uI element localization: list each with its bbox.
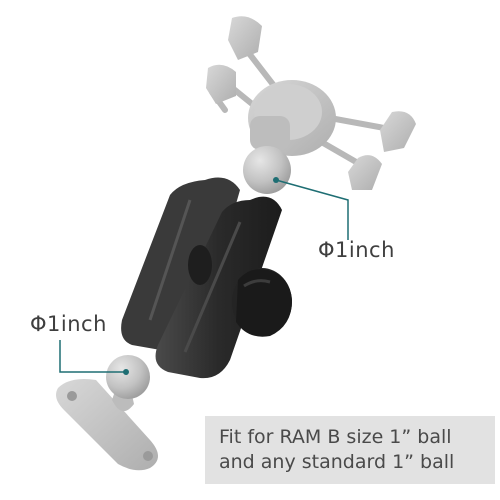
double-socket-arm (121, 177, 292, 379)
caption-line-2: and any standard 1” ball (219, 451, 455, 473)
compatibility-caption: Fit for RAM B size 1” ball and any stand… (205, 416, 495, 484)
diameter-label-bottom: Φ1inch (30, 312, 107, 336)
base-ball (106, 355, 150, 399)
diameter-label-top: Φ1inch (318, 238, 395, 262)
leader-lines (59, 179, 349, 373)
caption-line-1: Fit for RAM B size 1” ball (219, 426, 452, 448)
holder-ball (243, 146, 291, 194)
ball-base (56, 355, 158, 471)
phone-holder (206, 16, 416, 194)
tightening-knob (232, 268, 292, 337)
